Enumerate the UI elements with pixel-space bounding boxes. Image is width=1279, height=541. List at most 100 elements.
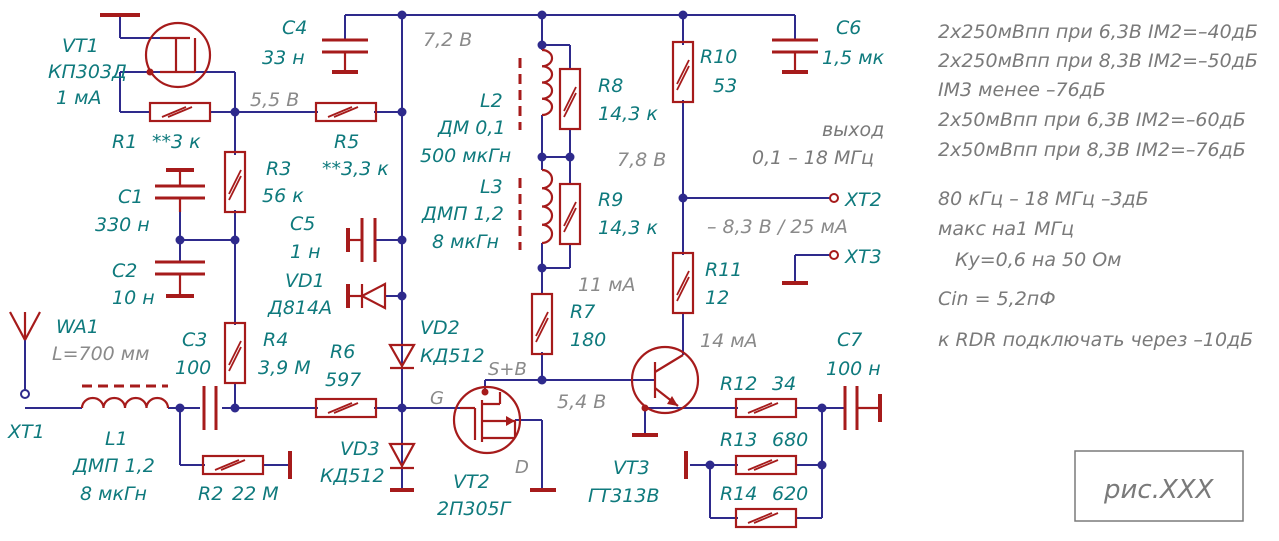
r12-value: 34 bbox=[772, 373, 796, 395]
voltage-5-5: 5,5 В bbox=[250, 89, 299, 111]
vt2-pin-d: D bbox=[515, 457, 529, 478]
l1-value: 8 мкГн bbox=[80, 483, 147, 505]
vt1-symbol bbox=[100, 13, 212, 89]
c3-value: 100 bbox=[175, 357, 211, 379]
vt2-ref: VT2 bbox=[453, 471, 490, 493]
vt1-type: КП303Д bbox=[48, 61, 127, 83]
c7-value: 100 н bbox=[826, 358, 881, 380]
vd2-symbol bbox=[388, 343, 416, 370]
r1-value: **3 к bbox=[152, 131, 201, 153]
r11-ref: R11 bbox=[705, 259, 742, 281]
output-bias: – 8,3 В / 25 мА bbox=[707, 216, 848, 238]
c1-ref: C1 bbox=[118, 186, 143, 208]
c1-value: 330 н bbox=[95, 214, 150, 236]
current-14: 14 мА bbox=[700, 330, 758, 352]
vt2-type: 2П305Г bbox=[437, 498, 512, 520]
c5-ref: C5 bbox=[290, 213, 315, 235]
c2-ref: C2 bbox=[112, 260, 137, 282]
r11-value: 12 bbox=[705, 287, 729, 309]
l1-type: ДМП 1,2 bbox=[72, 455, 155, 477]
wa1-length: L=700 мм bbox=[52, 343, 149, 365]
r2-ref: R2 bbox=[198, 483, 223, 505]
r9-value: 14,3 к bbox=[598, 217, 658, 239]
note-line: 2x50мВпп при 8,3В IM2=–76дБ bbox=[938, 139, 1246, 161]
vd3-type: КД512 bbox=[320, 465, 385, 487]
vt2-symbol bbox=[452, 385, 556, 492]
l2-symbol bbox=[518, 48, 554, 130]
wa1-ref: WA1 bbox=[56, 316, 99, 338]
note-line: 2x50мВпп при 6,3В IM2=–60дБ bbox=[938, 109, 1246, 131]
r8-value: 14,3 к bbox=[598, 103, 658, 125]
vd3-ref: VD3 bbox=[340, 438, 380, 460]
r3-value: 56 к bbox=[262, 185, 304, 207]
note-line: макс на1 МГц bbox=[938, 218, 1074, 240]
vd1-ref: VD1 bbox=[285, 270, 325, 292]
vt3-ref: VT3 bbox=[613, 457, 650, 479]
c2-symbol bbox=[155, 260, 205, 298]
r1-ref: R1 bbox=[112, 131, 137, 153]
vt3-type: ГТ313В bbox=[588, 485, 660, 507]
c1-symbol bbox=[155, 168, 205, 212]
l1-symbol bbox=[80, 384, 170, 409]
l3-value: 8 мкГн bbox=[432, 231, 499, 253]
voltage-7-8: 7,8 В bbox=[617, 149, 666, 171]
c6-value: 1,5 мк bbox=[822, 47, 885, 69]
vt1-current: 1 мА bbox=[56, 87, 101, 109]
r9-ref: R9 bbox=[598, 189, 623, 211]
notes-block: 2x250мВпп при 6,3В IM2=–40дБ 2x250мВпп п… bbox=[938, 21, 1258, 351]
c5-symbol bbox=[346, 218, 377, 262]
r14-value: 620 bbox=[772, 483, 808, 505]
wa1-symbol bbox=[9, 311, 41, 399]
r10-value: 53 bbox=[713, 75, 737, 97]
c5-value: 1 н bbox=[290, 241, 321, 263]
r4-ref: R4 bbox=[263, 329, 288, 351]
c4-symbol bbox=[322, 38, 368, 74]
r6-ref: R6 bbox=[330, 341, 355, 363]
l2-ref: L2 bbox=[480, 90, 503, 112]
c6-symbol bbox=[772, 38, 818, 74]
c6-ref: C6 bbox=[836, 17, 861, 39]
note-line: Cin = 5,2пФ bbox=[938, 288, 1056, 310]
output-label: выход bbox=[822, 119, 884, 141]
r13-value: 680 bbox=[772, 429, 808, 451]
l2-type: ДМ 0,1 bbox=[437, 117, 506, 139]
r3-ref: R3 bbox=[266, 158, 291, 180]
voltage-7-2: 7,2 В bbox=[423, 29, 472, 51]
wires bbox=[24, 14, 845, 519]
vt2-pin-sb: S+B bbox=[488, 359, 527, 380]
note-line: 2x250мВпп при 6,3В IM2=–40дБ bbox=[938, 21, 1258, 43]
l2-value: 500 мкГн bbox=[420, 145, 511, 167]
r8-ref: R8 bbox=[598, 75, 623, 97]
xt1-ref: XT1 bbox=[7, 421, 45, 443]
note-line: 80 кГц – 18 МГц –3дБ bbox=[938, 188, 1149, 210]
vd1-symbol bbox=[346, 282, 387, 310]
r10-ref: R10 bbox=[700, 46, 737, 68]
r5-value: **3,3 к bbox=[322, 158, 389, 180]
r6-value: 597 bbox=[325, 369, 361, 391]
c2-value: 10 н bbox=[112, 287, 155, 309]
r5-ref: R5 bbox=[334, 131, 359, 153]
r4-value: 3,9 М bbox=[258, 357, 311, 379]
note-line: к RDR подключать через –10дБ bbox=[938, 329, 1253, 351]
current-11: 11 мА bbox=[578, 274, 636, 296]
r2-value: 22 М bbox=[232, 483, 279, 505]
r13-ref: R13 bbox=[720, 429, 757, 451]
junctions bbox=[175, 10, 827, 470]
l3-symbol bbox=[518, 168, 554, 250]
xt2-ref: XT2 bbox=[844, 189, 882, 211]
vd2-type: КД512 bbox=[420, 345, 485, 367]
vt1-ref: VT1 bbox=[62, 35, 99, 57]
voltage-5-4: 5,4 В bbox=[557, 391, 606, 413]
l3-type: ДМП 1,2 bbox=[421, 203, 504, 225]
note-line: IM3 менее –76дБ bbox=[938, 79, 1106, 101]
xt3-ref: XT3 bbox=[844, 246, 882, 268]
r12-ref: R12 bbox=[720, 373, 757, 395]
vd3-symbol bbox=[388, 442, 416, 492]
c4-ref: C4 bbox=[282, 17, 307, 39]
note-line: Ку=0,6 на 50 Ом bbox=[955, 249, 1122, 271]
c7-ref: C7 bbox=[837, 329, 862, 351]
c7-symbol bbox=[843, 386, 882, 430]
figure-label: рис.XXX bbox=[1103, 475, 1215, 505]
vd1-type: Д814А bbox=[267, 297, 332, 319]
